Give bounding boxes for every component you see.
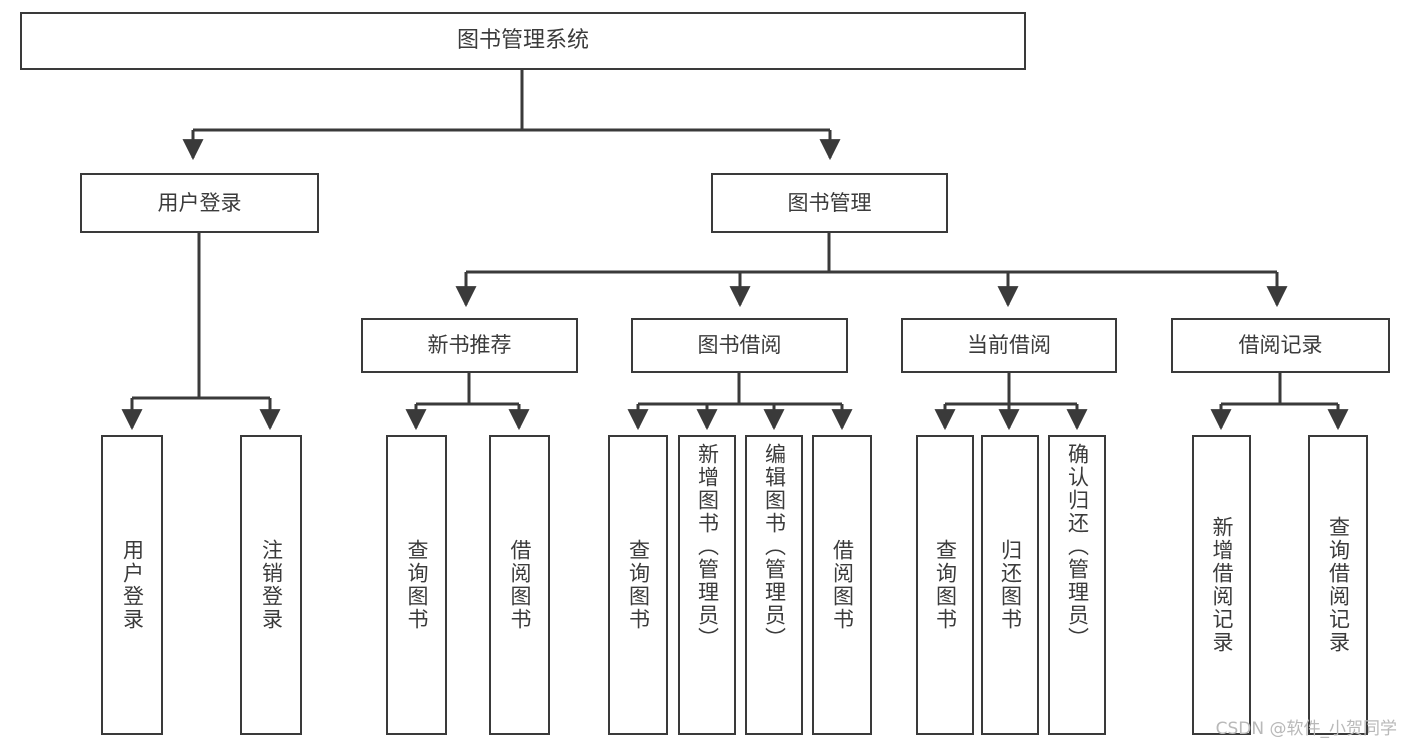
node-label: 借阅记录	[1238, 333, 1323, 358]
node-label: 新增图书（管理员）	[695, 443, 720, 650]
leaf-node-query-book-new[interactable]: 查询图书	[386, 435, 447, 735]
node-label: 新增借阅记录	[1210, 516, 1234, 654]
leaf-node-return-book[interactable]: 归还图书	[981, 435, 1039, 735]
node-user-login[interactable]: 用户登录	[80, 173, 319, 233]
leaf-node-user-login[interactable]: 用户登录	[101, 435, 163, 735]
node-book-management[interactable]: 图书管理	[711, 173, 948, 233]
leaf-node-borrow-book[interactable]: 借阅图书	[812, 435, 872, 735]
node-label: 确认归还（管理员）	[1065, 443, 1090, 650]
leaf-node-query-borrow-record[interactable]: 查询借阅记录	[1308, 435, 1368, 735]
node-label: 查询图书	[626, 539, 651, 631]
node-label: 用户登录	[157, 190, 242, 215]
leaf-node-confirm-return-admin[interactable]: 确认归还（管理员）	[1048, 435, 1106, 735]
node-label: 查询图书	[405, 539, 429, 631]
leaf-node-add-borrow-record[interactable]: 新增借阅记录	[1192, 435, 1251, 735]
node-book-borrowing[interactable]: 图书借阅	[631, 318, 848, 373]
node-label: 借阅图书	[508, 539, 532, 631]
node-label: 归还图书	[998, 539, 1023, 631]
node-label: 图书管理	[787, 190, 872, 215]
leaf-node-borrow-book-new[interactable]: 借阅图书	[489, 435, 550, 735]
node-label: 当前借阅	[967, 333, 1051, 358]
node-label: 新书推荐	[427, 333, 512, 358]
leaf-node-edit-book-admin[interactable]: 编辑图书（管理员）	[745, 435, 803, 735]
node-label: 用户登录	[120, 539, 145, 631]
node-label: 查询图书	[933, 539, 958, 631]
node-current-borrowing[interactable]: 当前借阅	[901, 318, 1117, 373]
node-label: 图书管理系统	[456, 28, 589, 54]
node-label: 借阅图书	[830, 539, 855, 631]
node-book-management-system[interactable]: 图书管理系统	[20, 12, 1026, 70]
node-label: 注销登录	[259, 539, 284, 631]
node-new-book-recommendation[interactable]: 新书推荐	[361, 318, 578, 373]
leaf-node-logout[interactable]: 注销登录	[240, 435, 302, 735]
leaf-node-query-book-current[interactable]: 查询图书	[916, 435, 974, 735]
leaf-node-query-book-borrow[interactable]: 查询图书	[608, 435, 668, 735]
node-borrowing-record[interactable]: 借阅记录	[1171, 318, 1390, 373]
node-label: 查询借阅记录	[1326, 516, 1351, 654]
node-label: 编辑图书（管理员）	[762, 443, 787, 650]
leaf-node-add-book-admin[interactable]: 新增图书（管理员）	[678, 435, 736, 735]
node-label: 图书借阅	[697, 333, 782, 358]
